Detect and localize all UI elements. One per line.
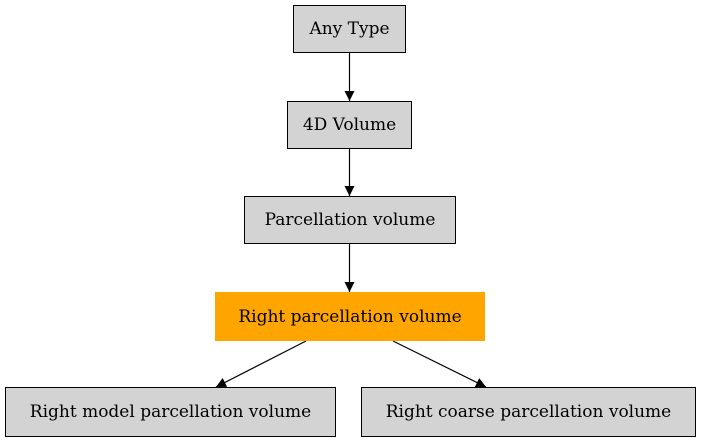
node-label-any-type: Any Type bbox=[309, 19, 390, 39]
node-right-coarse-parcellation-volume[interactable]: Right coarse parcellation volume bbox=[361, 387, 696, 437]
node-label-right-coarse-parcellation-volume: Right coarse parcellation volume bbox=[385, 402, 672, 422]
node-4d-volume[interactable]: 4D Volume bbox=[287, 101, 412, 149]
node-label-right-model-parcellation-volume: Right model parcellation volume bbox=[29, 402, 312, 422]
node-label-parcellation-volume: Parcellation volume bbox=[264, 210, 436, 230]
edge-right-parcellation-volume-to-right-coarse-parcellation-volume bbox=[392, 340, 487, 388]
edge-right-parcellation-volume-to-right-model-parcellation-volume bbox=[215, 340, 307, 388]
node-right-parcellation-volume[interactable]: Right parcellation volume bbox=[215, 292, 485, 341]
node-label-4d-volume: 4D Volume bbox=[302, 115, 397, 135]
node-label-right-parcellation-volume: Right parcellation volume bbox=[238, 306, 462, 327]
node-right-model-parcellation-volume[interactable]: Right model parcellation volume bbox=[5, 387, 336, 437]
node-parcellation-volume[interactable]: Parcellation volume bbox=[244, 196, 456, 244]
node-any-type[interactable]: Any Type bbox=[293, 5, 406, 53]
